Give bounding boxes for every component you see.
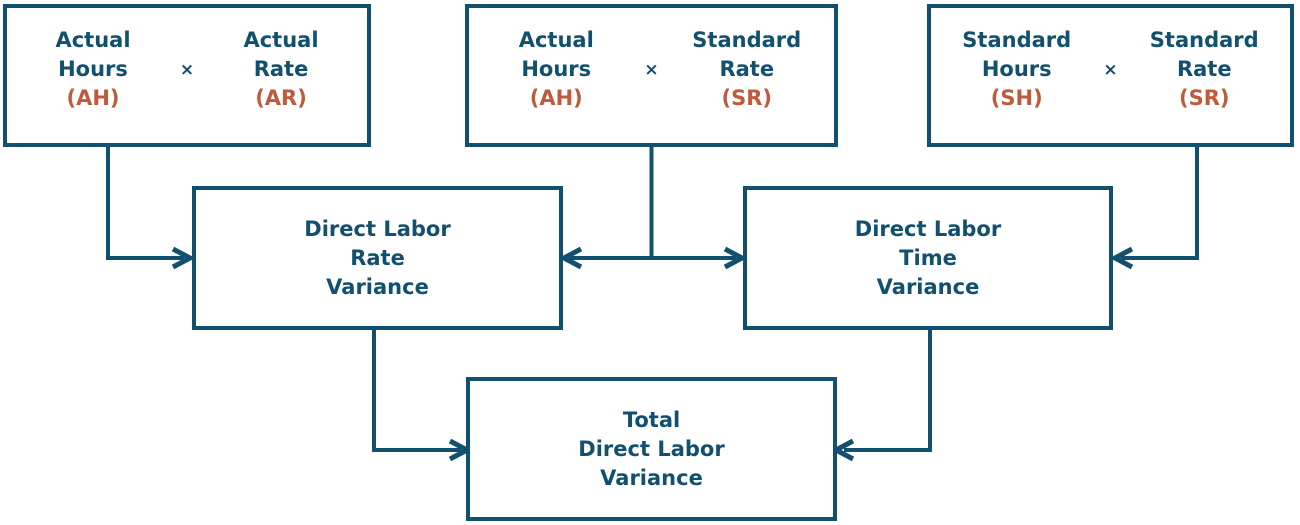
variance-label-line: Time xyxy=(899,245,957,270)
factor-actual-hours: Actual Hours (AH) xyxy=(21,26,165,113)
factor-abbreviation: (AR) xyxy=(255,86,307,110)
arrow-right-icon xyxy=(723,246,748,270)
total-label-line: Direct Labor xyxy=(578,436,725,461)
factor-label: Rate xyxy=(253,57,309,81)
variance-label-line: Rate xyxy=(350,245,405,270)
arrow-left-icon xyxy=(558,246,583,270)
factor-actual-hours: Actual Hours (AH) xyxy=(483,26,630,113)
factor-standard-rate: Standard Rate (SR) xyxy=(1133,26,1277,113)
arrow-left-icon xyxy=(830,438,855,462)
total-label-line: Variance xyxy=(600,465,703,490)
box-actual-hours-x-actual-rate: Actual Hours (AH) × Actual Rate (AR) xyxy=(3,4,371,147)
total-label-line: Total xyxy=(622,407,681,432)
factor-label: Actual xyxy=(243,28,319,52)
variance-label-line: Direct Labor xyxy=(304,216,451,241)
connector-ahsr-split xyxy=(570,146,736,260)
box-direct-labor-rate-variance: Direct Labor Rate Variance xyxy=(192,186,563,330)
arrow-right-icon xyxy=(448,438,473,462)
variance-label: Direct Labor Time Variance xyxy=(855,215,1001,302)
variance-label: Direct Labor Rate Variance xyxy=(304,215,450,302)
total-label: Total Direct Labor Variance xyxy=(578,406,724,493)
arrow-left-icon xyxy=(1109,246,1134,270)
factor-label: Rate xyxy=(1176,57,1232,81)
arrow-right-icon xyxy=(171,246,196,270)
factor-label: Actual xyxy=(518,28,594,52)
connector-time-to-total xyxy=(844,329,932,452)
box-actual-hours-x-standard-rate: Actual Hours (AH) × Standard Rate (SR) xyxy=(465,4,838,147)
factor-label: Actual xyxy=(55,28,131,52)
factor-label: Hours xyxy=(58,57,128,81)
factor-actual-rate: Actual Rate (AR) xyxy=(209,26,353,113)
factor-abbreviation: (AH) xyxy=(66,86,120,110)
variance-label-line: Variance xyxy=(326,274,429,299)
factor-standard-hours: Standard Hours (SH) xyxy=(945,26,1089,113)
factor-label: Rate xyxy=(719,57,775,81)
factor-label: Hours xyxy=(981,57,1052,81)
factor-label: Standard xyxy=(692,28,802,52)
variance-label-line: Variance xyxy=(876,274,980,299)
box-standard-hours-x-standard-rate: Standard Hours (SH) × Standard Rate (SR) xyxy=(927,4,1294,147)
box-direct-labor-time-variance: Direct Labor Time Variance xyxy=(743,186,1113,330)
multiply-icon: × xyxy=(644,59,659,80)
connector-ahar-to-rate-variance xyxy=(106,146,184,260)
factor-label: Hours xyxy=(521,57,592,81)
connector-rate-to-total xyxy=(372,329,461,452)
factor-abbreviation: (SR) xyxy=(1179,86,1230,110)
factor-standard-rate: Standard Rate (SR) xyxy=(674,26,821,113)
connector-shsr-to-time-variance xyxy=(1121,146,1199,260)
variance-label-line: Direct Labor xyxy=(854,216,1002,241)
factor-label: Standard xyxy=(1149,28,1259,52)
multiply-icon: × xyxy=(1103,59,1118,80)
box-total-direct-labor-variance: Total Direct Labor Variance xyxy=(466,377,837,521)
factor-abbreviation: (SR) xyxy=(721,86,773,110)
multiply-icon: × xyxy=(179,59,195,80)
factor-abbreviation: (SH) xyxy=(990,86,1043,110)
factor-label: Standard xyxy=(962,28,1072,52)
factor-abbreviation: (AH) xyxy=(529,86,583,110)
